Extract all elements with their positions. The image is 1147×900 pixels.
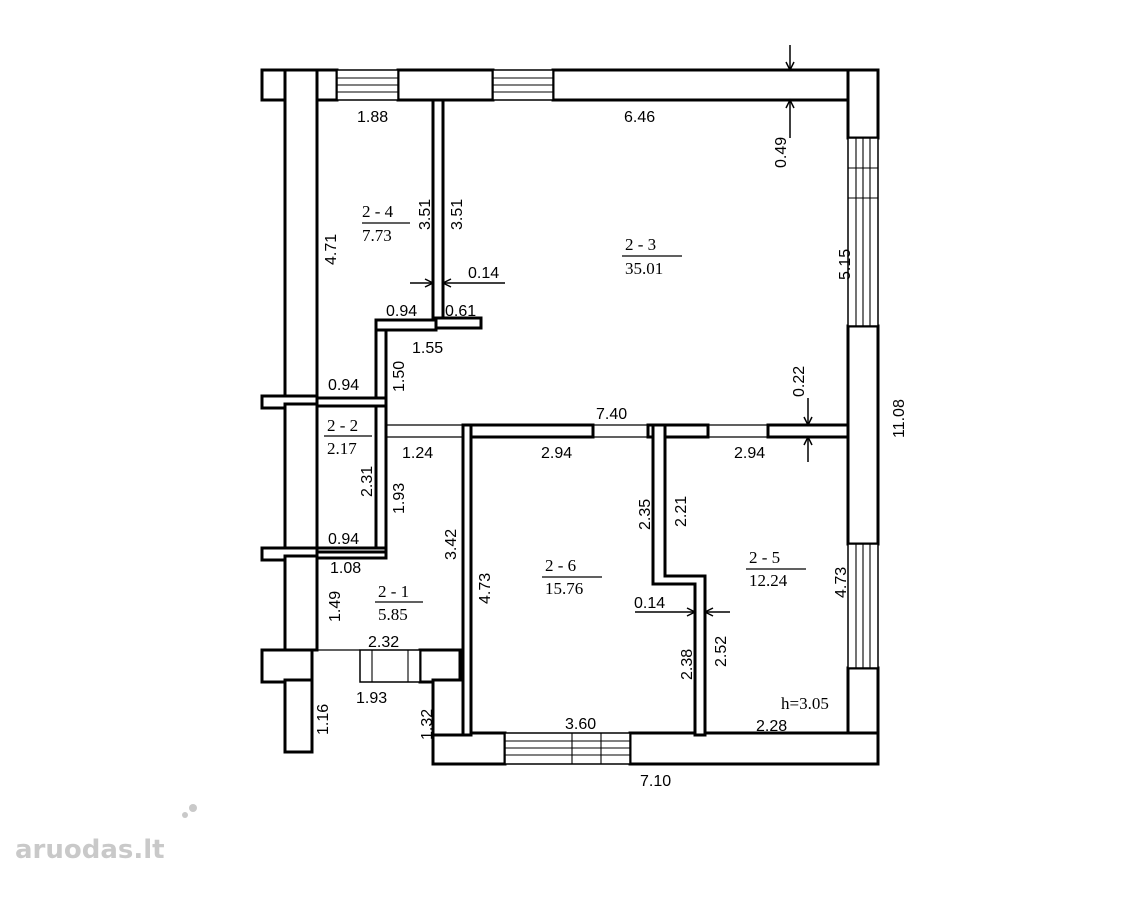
wall-bottom-right (628, 731, 880, 766)
entry-door-opening (359, 649, 421, 683)
dim-label: 1.93 (356, 690, 387, 707)
dim-label: 1.49 (327, 591, 344, 622)
dim-label: 2.21 (673, 496, 690, 527)
dim-label: 1.50 (391, 361, 408, 392)
wall-bottom-left (431, 731, 507, 766)
dim-label: 2.52 (713, 636, 730, 667)
wall-mid-horizontal-left (461, 423, 595, 439)
window-top-mid (492, 69, 554, 101)
dim-label: 2.94 (541, 445, 572, 462)
dim-label: 0.14 (634, 595, 665, 612)
dimension-labels: 1.88 6.46 0.49 3.51 3.51 4.71 0.14 5.15 … (315, 109, 908, 790)
watermark-logo: aruodas.lt (15, 804, 197, 865)
walls (260, 68, 880, 766)
wall-top-mid (396, 68, 495, 102)
dim-label: 0.14 (468, 265, 499, 282)
wall-26-left (461, 423, 473, 737)
wall-left-upper (283, 68, 319, 402)
window-right-lower (847, 543, 879, 669)
dim-label: 2.31 (359, 466, 376, 497)
dim-label: 1.32 (419, 709, 436, 740)
room-id: 2 - 5 (749, 548, 780, 567)
window-top-left (336, 69, 399, 101)
dim-label: 2.32 (368, 634, 399, 651)
dim-label: 1.55 (412, 340, 443, 357)
room-id: 2 - 1 (378, 582, 409, 601)
room-2-2: 2 - 2 2.17 (324, 416, 372, 458)
wall-corridor-top (374, 318, 438, 332)
dim-label: 0.49 (773, 137, 790, 168)
room-area: 35.01 (625, 259, 663, 278)
wall-21-top (315, 550, 388, 560)
room-id: 2 - 2 (327, 416, 358, 435)
dim-label: 0.22 (791, 366, 808, 397)
room-2-1: 2 - 1 5.85 (375, 582, 423, 624)
wall-22-top (315, 396, 388, 408)
wall-corridor-vertical (374, 318, 388, 556)
dim-label: 2.28 (756, 718, 787, 735)
dim-label: 2.94 (734, 445, 765, 462)
room-id: 2 - 3 (625, 235, 656, 254)
ceiling-height-note: h=3.05 (781, 694, 829, 713)
room-area: 5.85 (378, 605, 408, 624)
wall-26-25 (651, 423, 707, 737)
room-2-4: 2 - 4 7.73 (362, 202, 410, 245)
wall-entry-post (283, 678, 314, 754)
wall-left-lower (283, 554, 319, 652)
room-id: 2 - 4 (362, 202, 394, 221)
room-labels: 2 - 4 7.73 2 - 3 35.01 2 - 2 2.17 2 - 1 … (324, 202, 806, 624)
wall-top-right (551, 68, 880, 102)
dim-label: 2.35 (637, 499, 654, 530)
windows (336, 69, 879, 765)
dim-label: 1.16 (315, 704, 332, 735)
dim-label: 0.94 (328, 531, 359, 548)
dim-label: 1.93 (391, 483, 408, 514)
dim-label: 1.88 (357, 109, 388, 126)
room-id: 2 - 6 (545, 556, 576, 575)
dim-label: 4.73 (833, 567, 850, 598)
opening-lines (317, 424, 768, 651)
wall-entry-right (418, 648, 462, 684)
room-area: 12.24 (749, 571, 788, 590)
dim-label: 3.51 (449, 199, 466, 230)
room-area: 15.76 (545, 579, 583, 598)
dim-label: 11.08 (891, 399, 908, 438)
wall-entry-left (260, 648, 314, 684)
room-2-3: 2 - 3 35.01 (622, 235, 682, 278)
dim-label: 7.40 (596, 406, 627, 423)
watermark-text: aruodas.lt (15, 835, 165, 865)
dim-label: 4.73 (477, 573, 494, 604)
dim-label: 0.94 (386, 303, 417, 320)
dim-label: 7.10 (640, 773, 671, 790)
window-right-upper (847, 137, 879, 327)
wall-right-mid (846, 324, 880, 546)
dim-label: 3.42 (443, 529, 460, 560)
wall-left-mid (283, 402, 319, 552)
room-area: 2.17 (327, 439, 357, 458)
wall-partition-24-23 (431, 98, 445, 330)
dim-label: 1.08 (330, 560, 361, 577)
dim-label: 0.94 (328, 377, 359, 394)
wall-mid-horizontal-right (766, 423, 850, 439)
dim-label: 2.38 (679, 649, 696, 680)
dim-label: 6.46 (624, 109, 655, 126)
dim-label: 1.24 (402, 445, 433, 462)
dim-label: 3.60 (565, 716, 596, 733)
dim-label: 3.51 (417, 199, 434, 230)
room-2-6: 2 - 6 15.76 (542, 556, 602, 598)
room-2-5: 2 - 5 12.24 (746, 548, 806, 590)
dimension-markers (410, 45, 813, 617)
dim-label: 4.71 (323, 234, 340, 265)
wall-right-upper (846, 68, 880, 140)
room-area: 7.73 (362, 226, 392, 245)
dim-label: 0.61 (445, 303, 476, 320)
dim-label: 5.15 (837, 249, 854, 280)
window-bottom (504, 732, 631, 765)
wall-entry-jamb (431, 678, 465, 737)
